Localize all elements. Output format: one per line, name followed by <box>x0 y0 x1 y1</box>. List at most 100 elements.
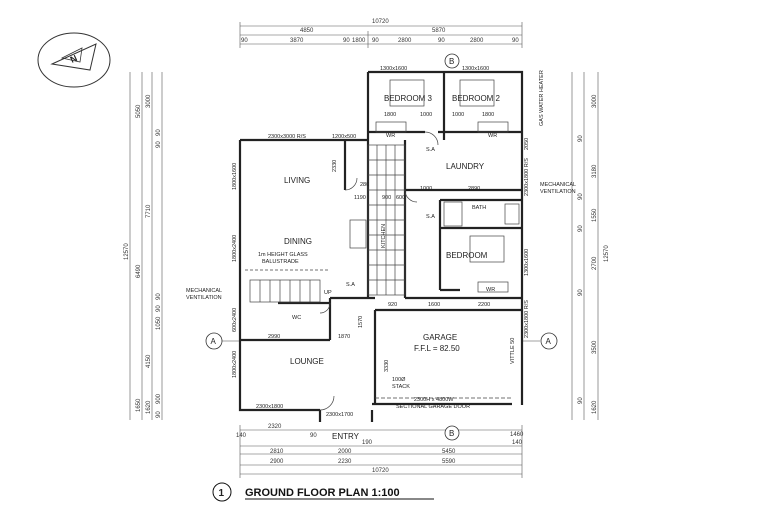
note-sa-mid: S.A <box>426 214 435 220</box>
note-mech-vent-left-2: VENTILATION <box>186 295 222 301</box>
dim-right-total: 12570 <box>604 245 610 262</box>
room-labels: BEDROOM 3 BEDROOM 2 LIVING DINING KITCHE… <box>284 94 501 441</box>
title-number: 1 <box>219 488 225 499</box>
room-kitchen: KITCHEN <box>381 224 387 248</box>
dim-bot-d3: 5590 <box>442 459 456 465</box>
dim-bot-b2: 90 <box>310 433 317 439</box>
room-garage-ffl: F.F.L = 82.50 <box>414 344 460 353</box>
dim-top-c6: 2800 <box>398 38 412 44</box>
dim-left-a1: 5050 <box>136 104 142 118</box>
dim-bot-a2: 1460 <box>510 432 524 438</box>
window-tags: 1300x1600 1300x1600 2300x3000 R/S 1200x5… <box>232 66 530 418</box>
dim-inner-kitchen-2: 900 <box>382 195 391 201</box>
note-balustrade-1: 1m HEIGHT GLASS <box>258 252 308 258</box>
note-mech-vent-left-1: MECHANICAL <box>186 288 222 294</box>
dim-bot-d1: 2900 <box>270 459 284 465</box>
dim-right-a3: 1550 <box>592 208 598 222</box>
note-garage-door-1: 2300H x 4800W <box>414 397 454 403</box>
win-living-side: 1800x1600 <box>232 163 238 190</box>
dim-left-s1: 90 <box>156 129 162 136</box>
win-dining-side: 1800x2400 <box>232 235 238 262</box>
win-bed-right: 1300x1600 <box>524 249 530 276</box>
dim-bot-d2: 2230 <box>338 459 352 465</box>
dim-left-s2: 90 <box>156 141 162 148</box>
room-dining: DINING <box>284 237 312 246</box>
dim-left-s4: 90 <box>156 305 162 312</box>
dim-bot-c1: 2810 <box>270 449 284 455</box>
dim-inner-kitchen-side: 280 <box>360 182 369 188</box>
dim-right-a4: 2700 <box>592 256 598 270</box>
dim-bot-c2: 2000 <box>338 449 352 455</box>
notes: 1m HEIGHT GLASS BALUSTRADE MECHANICAL VE… <box>186 70 576 410</box>
note-gas-water-heater: GAS WATER HEATER <box>539 70 545 126</box>
room-wr-bed: WR <box>486 287 495 293</box>
dim-right-a1: 3000 <box>592 94 598 108</box>
win-entry-door: 2300x1700 <box>326 412 353 418</box>
dim-inner-laundry-v: 2050 <box>524 138 530 150</box>
dim-left-total: 12570 <box>124 243 130 260</box>
bottom-dimensions: 2320 1460 140 90 190 140 2810 2000 5450 … <box>236 424 524 474</box>
note-sa-top: S.A <box>426 147 435 153</box>
dim-left-a3: 1650 <box>136 398 142 412</box>
grid-marker-bottom-label: B <box>449 429 454 438</box>
note-stack-2: STACK <box>392 384 410 390</box>
dim-left-b2: 7710 <box>146 204 152 218</box>
win-kitchen-top: 1200x500 <box>332 134 356 140</box>
grid-marker-right-label: A <box>546 337 552 346</box>
dim-top-c8: 2800 <box>470 38 484 44</box>
dim-inner-stair: 1570 <box>358 316 364 328</box>
room-bedroom3: BEDROOM 3 <box>384 94 433 103</box>
win-bed2: 1300x1600 <box>462 66 489 72</box>
win-living-top: 2300x3000 R/S <box>268 134 306 140</box>
dim-right-a2: 3180 <box>592 164 598 178</box>
dim-inner-passage-1: 2330 <box>332 160 338 172</box>
dim-inner-kitchen-1: 1190 <box>354 195 366 201</box>
grid-markers: A A B B <box>205 53 558 441</box>
win-garage-right: 2300x1800 R/S <box>524 300 530 338</box>
dim-inner-bed-3: 1000 <box>452 112 464 118</box>
dim-inner-lounge-2: 1870 <box>338 334 350 340</box>
dim-inner-bed-4: 1800 <box>482 112 494 118</box>
dim-inner-bedrow-3: 2200 <box>478 302 490 308</box>
dim-inner-kitchen-3: 600 <box>396 195 405 201</box>
dim-bot-a1: 2320 <box>268 424 282 430</box>
room-bath: BATH <box>472 205 486 211</box>
dim-inner-passage-2: 1000 <box>420 186 432 192</box>
room-wr-right: WR <box>488 133 497 139</box>
dim-inner-garage-v: 3330 <box>384 360 390 372</box>
fixtures <box>245 79 520 411</box>
grid-marker-top <box>444 53 460 69</box>
dim-bot-total: 10720 <box>372 468 389 474</box>
dim-top-c2: 3870 <box>290 38 304 44</box>
dim-left-s5: 1050 <box>156 316 162 330</box>
dim-left-b3: 4150 <box>146 354 152 368</box>
left-dimensions: 12570 5050 6490 1650 3000 7710 4150 1620… <box>124 94 162 418</box>
room-wc: WC <box>292 315 301 321</box>
top-dimensions: 10720 4850 5870 90 3870 90 1800 90 2800 … <box>241 19 519 44</box>
dim-inner-bed-1: 1800 <box>384 112 396 118</box>
title-text: GROUND FLOOR PLAN 1:100 <box>245 487 400 499</box>
room-laundry: LAUNDRY <box>446 162 485 171</box>
win-garage-door-side: VITTLE 50 <box>510 338 516 364</box>
north-label: N <box>69 53 79 65</box>
grid-marker-right <box>540 332 558 350</box>
dim-inner-lounge: 2990 <box>268 334 280 340</box>
dim-left-s3: 90 <box>156 293 162 300</box>
dim-top-c7: 90 <box>438 38 445 44</box>
dim-top-b: 5870 <box>432 28 446 34</box>
grid-marker-top-label: B <box>449 57 454 66</box>
north-arrow-icon: N <box>37 32 111 88</box>
dim-right-a5: 3500 <box>592 340 598 354</box>
dim-right-s1: 90 <box>578 135 584 142</box>
title-number-circle <box>212 482 232 502</box>
dim-left-a2: 6490 <box>136 264 142 278</box>
dim-left-b1: 3000 <box>146 94 152 108</box>
grid-marker-left <box>205 332 223 350</box>
dim-bot-c3: 5450 <box>442 449 456 455</box>
dim-bot-b3: 190 <box>362 440 373 446</box>
dim-right-s2: 90 <box>578 193 584 200</box>
win-lounge-bottom: 2300x1800 <box>256 404 283 410</box>
grid-marker-bottom <box>444 425 460 441</box>
dim-left-s7: 90 <box>156 411 162 418</box>
